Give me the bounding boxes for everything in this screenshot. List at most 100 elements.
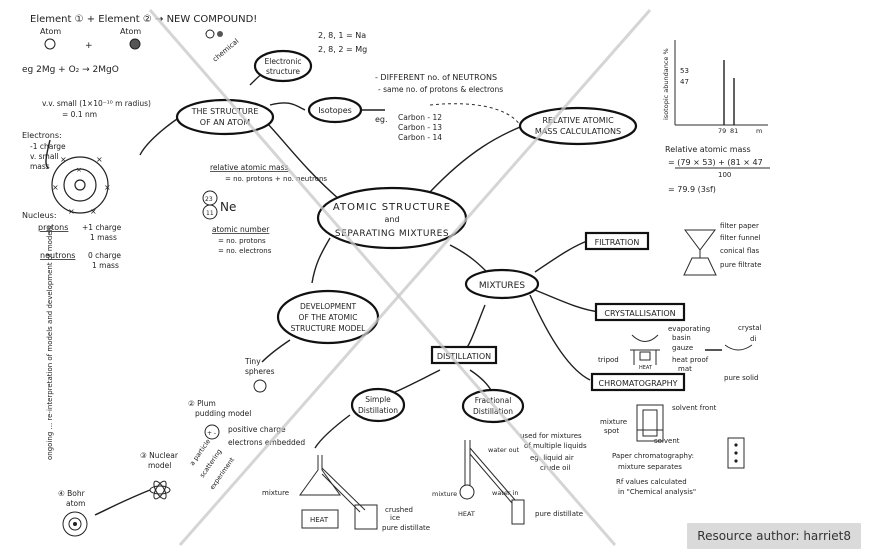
equation-text: eg 2Mg + O₂ → 2MgO: [22, 65, 119, 75]
calc-line-1: = (79 × 53) + (81 × 47: [668, 158, 763, 167]
cryst-label-mat: mat: [678, 365, 692, 373]
abundance-graph: isotopic abundance % 53 47 79 81 m: [662, 40, 768, 135]
fractional-label-heat: HEAT: [458, 510, 475, 518]
atom-label-2: Atom: [120, 27, 141, 36]
chemical-label: chemical: [211, 37, 240, 63]
plum-note-1: positive charge: [228, 425, 286, 434]
elements-line: Element ① + Element ② → NEW COMPOUND!: [30, 14, 257, 25]
plum-note-2: electrons embedded: [228, 438, 305, 447]
isotope-example-1: Carbon - 12: [398, 113, 442, 122]
ongoing-side-text: ongoing ... re-interpretation of models …: [46, 225, 54, 460]
svg-text:×: ×: [76, 166, 82, 174]
filtration-label-2: filter funnel: [720, 234, 761, 242]
cryst-label-basin: basin: [672, 334, 691, 342]
chrom-label-spot: spot: [604, 427, 619, 435]
fractional-note-1: used for mixtures: [520, 432, 582, 440]
isotope-example-2: Carbon - 13: [398, 123, 442, 132]
element-symbol: Ne: [220, 200, 236, 214]
electrons-text-3: mass: [30, 162, 50, 171]
protons-text-2: 1 mass: [90, 233, 117, 242]
relative-node: [518, 106, 638, 146]
atom-circle-2: [129, 38, 141, 50]
simple-title-2: Distillation: [358, 406, 398, 415]
svg-text:×: ×: [60, 155, 67, 164]
cryst-label-gauze: gauze: [672, 344, 693, 352]
mixtures-node: [464, 268, 540, 300]
graph-ylabel: isotopic abundance %: [662, 48, 670, 120]
fractional-label-water-in: water in: [492, 489, 519, 497]
cryst-label-evaporating: evaporating: [668, 325, 710, 333]
config-1: 2, 8, 1 = Na: [318, 31, 366, 40]
chrom-label-solvent-front: solvent front: [672, 404, 717, 412]
tick-81: 81: [730, 127, 738, 135]
size-line-1: v.v. small (1×10⁻¹⁰ m radius): [42, 99, 151, 108]
chromatography-node: [590, 372, 686, 392]
filtration-drawing: [683, 229, 717, 276]
watermark-cross: [148, 9, 652, 546]
fractional-note-2: of multiple liquids: [524, 442, 587, 450]
chrom-note-3: Rf values calculated: [616, 478, 687, 486]
svg-text:+ -: + -: [207, 430, 216, 437]
relative-title-2: MASS CALCULATIONS: [535, 127, 621, 136]
calc-divisor: 100: [718, 171, 731, 179]
isotopes-eg: eg.: [375, 115, 388, 124]
development-title-3: STRUCTURE MODEL: [291, 324, 367, 333]
model-item-2b: pudding model: [195, 409, 251, 418]
distillation-section: DISTILLATION Simple Distillation Fractio…: [262, 345, 587, 532]
config-2: 2, 8, 2 = Mg: [318, 45, 367, 54]
chromatography-title: CHROMATOGRAPHY: [598, 379, 677, 388]
cryst-label-pure-solid: pure solid: [724, 374, 758, 382]
fractional-note-3: eg. liquid air: [530, 454, 574, 462]
cryst-label-di: di: [750, 335, 756, 343]
mixtures-title: MIXTURES: [479, 281, 525, 291]
central-line-1: ATOMIC STRUCTURE: [333, 202, 451, 213]
simple-label-ice: ice: [390, 514, 400, 522]
chrom-note-1: Paper chromatography:: [612, 452, 694, 460]
crystallisation-node: [594, 302, 686, 322]
chromatography-drawing: [636, 404, 664, 442]
filtration-label-1: filter paper: [720, 222, 759, 230]
central-line-3: SEPARATING MIXTURES: [335, 229, 449, 239]
protons-label: protons: [38, 223, 68, 232]
structure-node: [175, 98, 275, 136]
structure-title-1: THE STRUCTURE: [191, 107, 259, 116]
chrom-label-mixture: mixture: [600, 418, 627, 426]
simple-distillation-node: [350, 387, 406, 423]
structure-title-2: OF AN ATOM: [200, 118, 250, 127]
nuclear-atom-drawing: [149, 480, 171, 500]
svg-text:×: ×: [52, 183, 59, 192]
model-item-2a: ② Plum: [188, 399, 216, 408]
model-item-4a: ④ Bohr: [58, 489, 86, 498]
chrom-note-4: in "Chemical analysis": [618, 488, 696, 496]
filtration-section: FILTRATION filter paper filter funnel co…: [584, 222, 761, 276]
isotopes-note-1: - DIFFERENT no. of NEUTRONS: [375, 73, 497, 82]
simple-label-heat: HEAT: [310, 516, 329, 524]
neutrons-text-1: 0 charge: [88, 251, 121, 260]
model-item-3b: model: [148, 461, 171, 470]
model-item-1a: Tiny: [244, 357, 261, 366]
isotopes-title: Isotopes: [318, 106, 352, 115]
fractional-distillation-drawing: [459, 440, 525, 525]
atom-circle-1: [44, 38, 56, 50]
relative-title-1: RELATIVE ATOMIC: [542, 116, 614, 125]
model-item-3a: ③ Nuclear: [140, 451, 179, 460]
model-item-1b: spheres: [245, 367, 275, 376]
cryst-label-heatproof: heat proof: [672, 356, 709, 364]
relative-section: RELATIVE ATOMIC MASS CALCULATIONS isotop…: [518, 40, 770, 194]
svg-text:×: ×: [96, 155, 103, 164]
electronic-node: [253, 49, 313, 83]
simple-distillation-drawing: [299, 455, 378, 530]
mass-number-section: relative atomic mass = no. protons + no.…: [202, 163, 327, 255]
chrom-label-solvent: solvent: [654, 437, 680, 445]
tick-47: 47: [680, 78, 689, 86]
simple-label-distillate: pure distillate: [382, 524, 430, 532]
simple-label-mixture: mixture: [262, 489, 289, 497]
structure-section: Element ① + Element ② → NEW COMPOUND! At…: [22, 14, 275, 270]
electronic-title-2: structure: [266, 67, 300, 76]
fractional-note-4: crude oil: [540, 464, 570, 472]
mass-number: 23: [205, 196, 213, 203]
atomic-number: 11: [206, 210, 214, 217]
chrom-note-2: mixture separates: [618, 463, 682, 471]
